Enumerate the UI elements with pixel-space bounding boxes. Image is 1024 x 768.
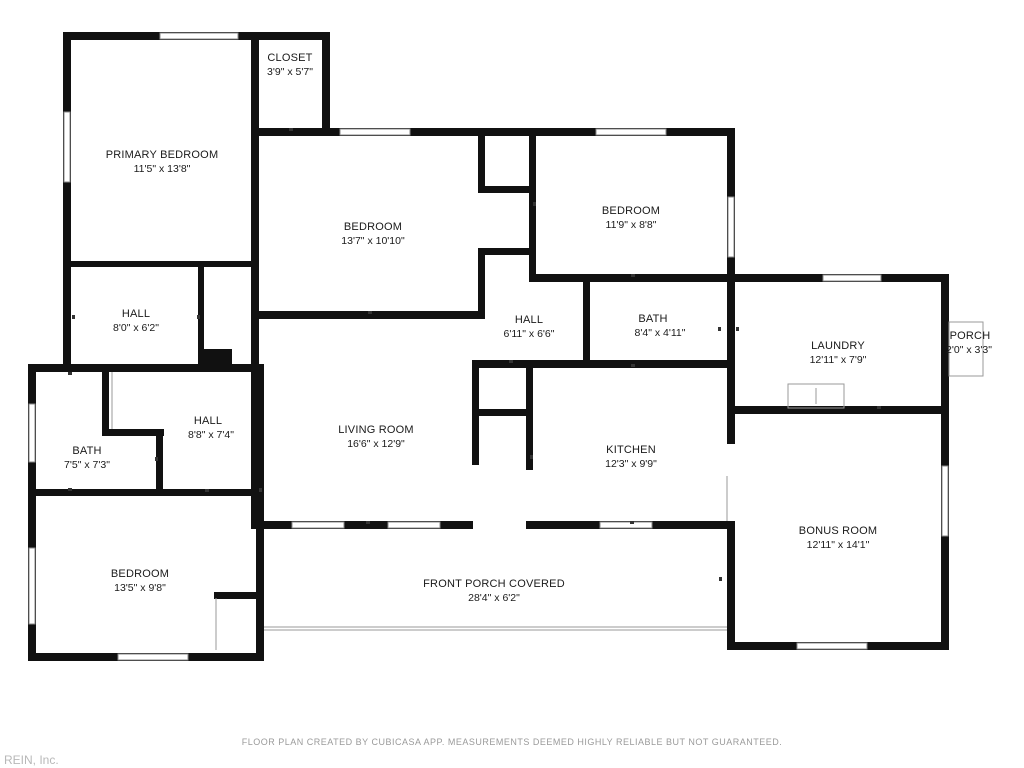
bonus-room-name: BONUS ROOM: [799, 525, 877, 537]
living-room-name: LIVING ROOM: [338, 424, 414, 436]
primary-bedroom-name: PRIMARY BEDROOM: [106, 149, 219, 161]
hall-left-name: HALL: [122, 308, 150, 320]
porch-small-dim: 2'0" x 3'3": [946, 344, 992, 356]
kitchen-name: KITCHEN: [606, 444, 656, 456]
hall-lower-dim: 8'8" x 7'4": [188, 429, 234, 441]
footer-disclaimer: FLOOR PLAN CREATED BY CUBICASA APP. MEAS…: [242, 737, 782, 747]
closet-dim: 3'9" x 5'7": [267, 66, 313, 78]
bedroom-center-dim: 13'7" x 10'10": [341, 235, 405, 247]
bonus-room-dim: 12'11" x 14'1": [807, 539, 870, 551]
thin-lines: [111, 321, 984, 650]
door-ticks: [68, 128, 881, 581]
bedroom-lower-dim: 13'5" x 9'8": [114, 582, 166, 594]
bath-left-dim: 7'5" x 7'3": [64, 459, 110, 471]
bedroom-right-name: BEDROOM: [602, 205, 660, 217]
front-porch-dim: 28'4" x 6'2": [468, 592, 520, 604]
kitchen-dim: 12'3" x 9'9": [605, 458, 657, 470]
primary-bedroom-dim: 11'5" x 13'8": [134, 163, 191, 175]
hall-left-dim: 8'0" x 6'2": [113, 322, 159, 334]
hall-center-dim: 6'11" x 6'6": [504, 328, 555, 340]
bath-right-dim: 8'4" x 4'11": [635, 327, 686, 339]
hall-center-name: HALL: [515, 314, 543, 326]
watermark: REIN, Inc.: [4, 753, 59, 767]
hall-lower-name: HALL: [194, 415, 222, 427]
laundry-name: LAUNDRY: [811, 340, 865, 352]
front-porch-name: FRONT PORCH COVERED: [423, 578, 565, 590]
bath-left-name: BATH: [72, 445, 101, 457]
windows: [28, 32, 949, 661]
bedroom-right-dim: 11'9" x 8'8": [606, 219, 657, 231]
room-labels: PRIMARY BEDROOM 11'5" x 13'8" CLOSET 3'9…: [64, 52, 992, 604]
living-room-dim: 16'6" x 12'9": [347, 438, 405, 450]
laundry-dim: 12'11" x 7'9": [810, 354, 867, 366]
bedroom-center-name: BEDROOM: [344, 221, 402, 233]
bedroom-lower-name: BEDROOM: [111, 568, 169, 580]
porch-small-name: PORCH: [950, 330, 991, 342]
closet-name: CLOSET: [267, 52, 312, 64]
bath-right-name: BATH: [638, 313, 667, 325]
